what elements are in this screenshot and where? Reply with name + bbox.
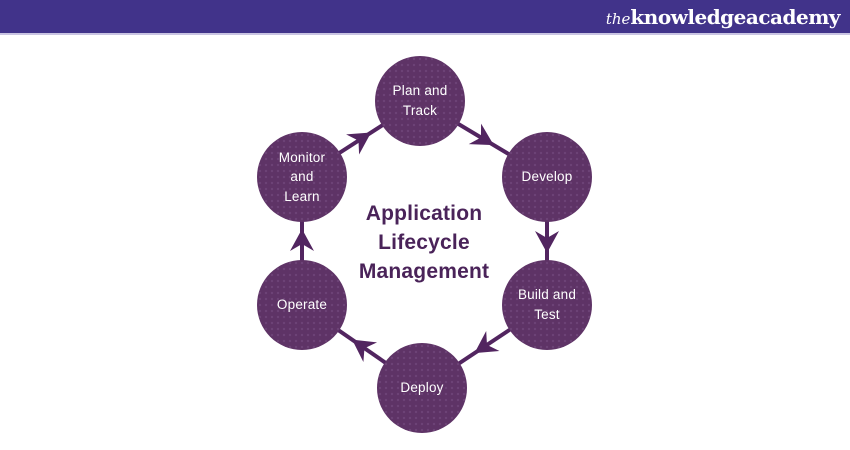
cycle-node-deploy: Deploy	[377, 343, 467, 433]
cycle-node-label: Plan and Track	[392, 83, 448, 118]
arrow-head-icon	[352, 339, 378, 363]
cycle-node-label: Monitor and Learn	[278, 149, 326, 204]
cycle-node-label: Deploy	[400, 380, 444, 396]
diagram-title: Application Lifecycle Management	[358, 202, 490, 283]
arrow-head-icon	[468, 123, 494, 146]
arrow-head-icon	[290, 229, 314, 251]
arrow-head-icon	[535, 231, 559, 253]
cycle-node-plan-and-track: Plan and Track	[375, 56, 465, 146]
cycle-node-label: Build and Test	[517, 287, 577, 322]
cycle-node-operate: Operate	[257, 260, 347, 350]
arrow-head-icon	[346, 132, 372, 155]
cycle-node-monitor-and-learn: Monitor and Learn	[257, 132, 347, 222]
brand-logo-the: the	[605, 9, 631, 28]
brand-logo-knowledge: knowledge	[630, 4, 746, 29]
arrow-head-icon	[474, 330, 500, 354]
brand-logo-academy: academy	[745, 4, 841, 29]
cycle-node-build-and-test: Build and Test	[502, 260, 592, 350]
cycle-node-label: Operate	[276, 297, 328, 313]
cycle-node-develop: Develop	[502, 132, 592, 222]
cycle-node-label: Develop	[521, 169, 573, 185]
